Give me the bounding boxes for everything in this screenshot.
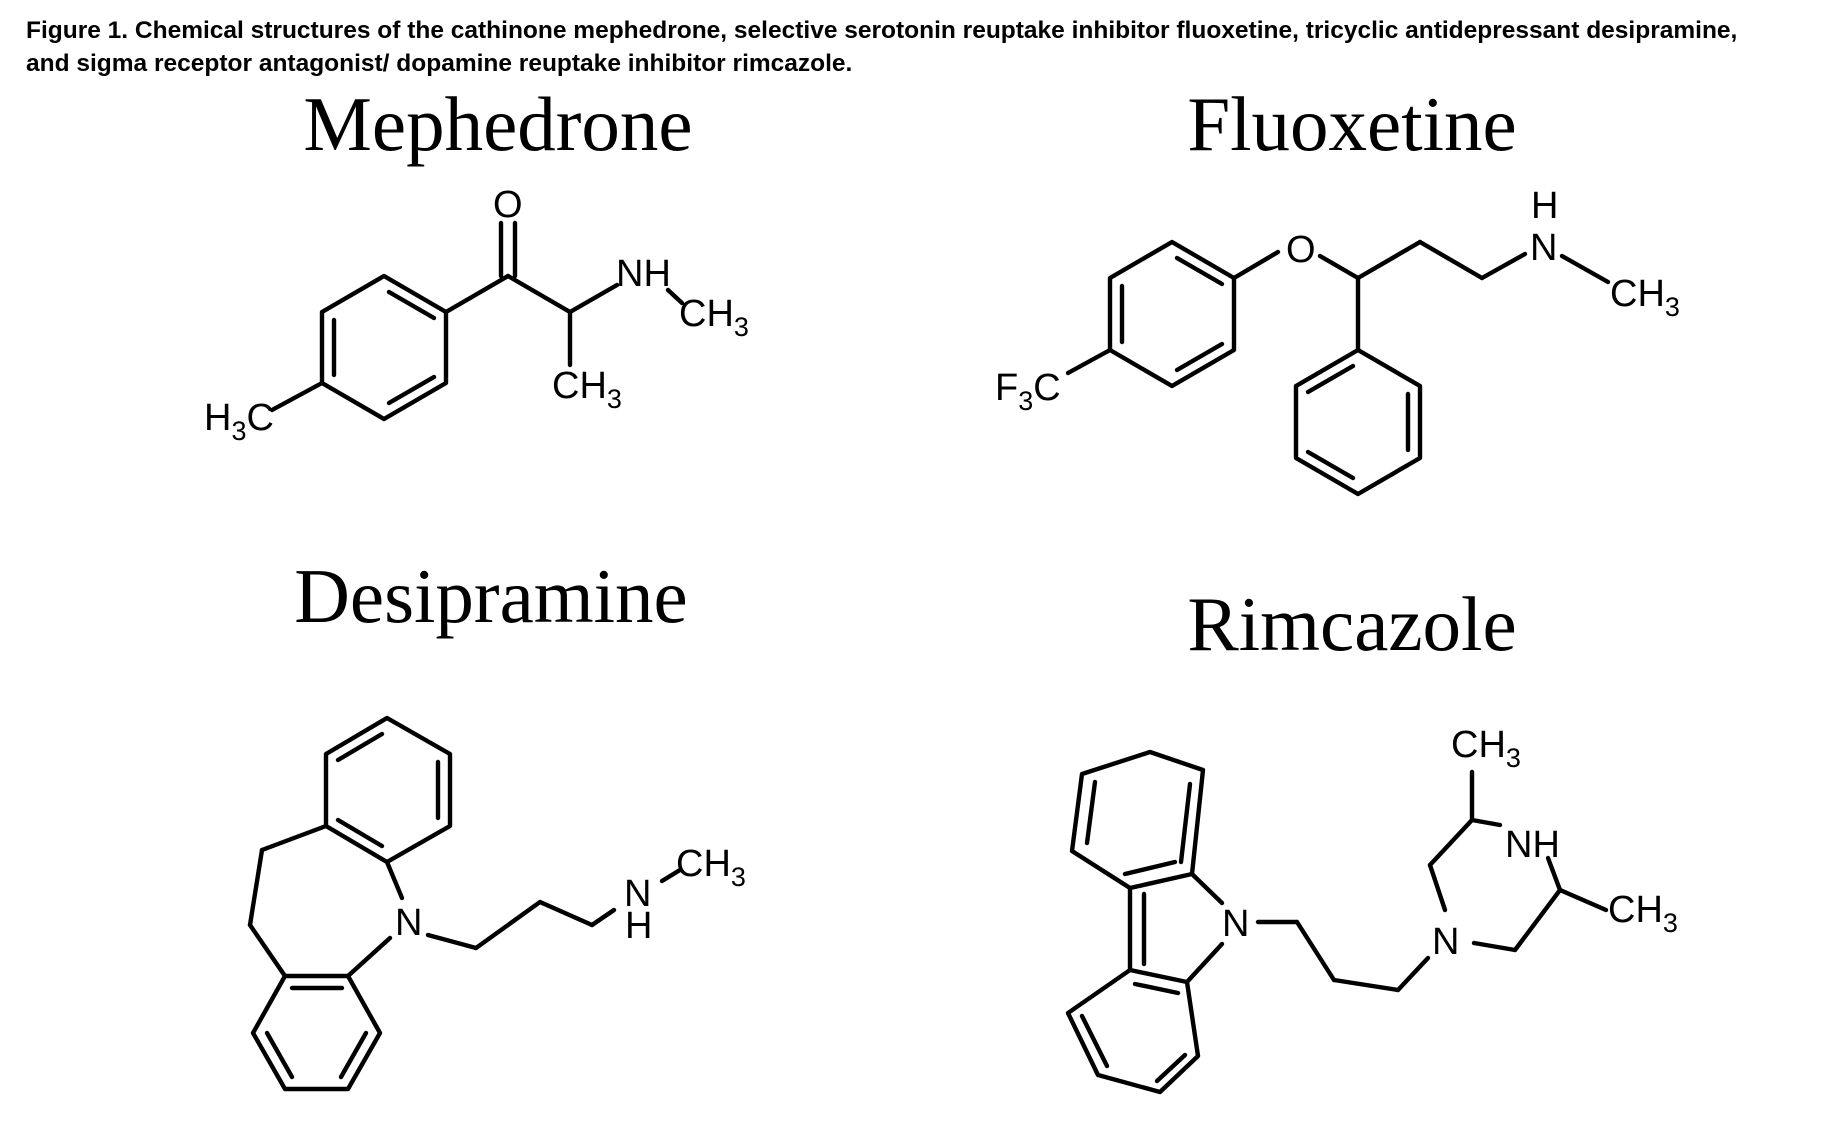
rimcazole-ring-double-bond xyxy=(1122,859,1178,877)
rimcazole-propyl-bond xyxy=(1294,919,1337,983)
desipramine-bond xyxy=(425,932,479,951)
rimcazole-carbazole-nitrogen-label: N xyxy=(1222,903,1249,945)
desipramine-ring-nitrogen-label: N xyxy=(395,902,422,944)
desipramine-amine-h-label: H xyxy=(625,905,652,947)
fluoxetine-amine-n-label: N xyxy=(1530,227,1557,269)
desipramine-bond xyxy=(537,899,595,928)
mephedrone-n-methyl-label: CH3 xyxy=(679,293,749,342)
rimcazole-structure: N N NH CH3 CH3 xyxy=(1065,724,1678,1095)
mephedrone-ring-methyl-label: H3C xyxy=(204,397,274,446)
rimcazole-ring-double-bond xyxy=(1079,1013,1110,1069)
rimcazole-piperazine-bond xyxy=(1545,855,1563,893)
desipramine-bond xyxy=(589,907,617,928)
mephedrone-bond xyxy=(567,282,620,315)
desipramine-lower-benzene-ring xyxy=(250,973,383,1092)
rimcazole-piperazine-bond xyxy=(1427,862,1448,913)
fluoxetine-structure: O H N CH3 F3C xyxy=(995,185,1680,497)
rimcazole-pyrrole-bond xyxy=(1184,941,1225,985)
rimcazole-piperazine-bond xyxy=(1427,817,1475,868)
desipramine-methyl-label: CH3 xyxy=(676,843,746,892)
desipramine-amine-n-label: N xyxy=(624,873,651,915)
fluoxetine-ether-bond xyxy=(1231,249,1281,281)
mephedrone-title: Mephedrone xyxy=(303,81,693,167)
desipramine-ring-double-bond xyxy=(335,817,385,849)
fluoxetine-ring-double-bond xyxy=(1305,449,1356,481)
desipramine-bond xyxy=(384,859,405,901)
fluoxetine-ring-double-bond xyxy=(1305,363,1356,395)
mephedrone-bond xyxy=(505,273,573,315)
rimcazole-piperazine-bond xyxy=(1471,940,1518,953)
desipramine-title: Desipramine xyxy=(294,553,688,639)
fluoxetine-bond xyxy=(1065,347,1113,376)
mephedrone-amine-label: NH xyxy=(616,253,671,295)
rimcazole-piperazine-bond xyxy=(1512,887,1563,953)
desipramine-ethylene-bridge xyxy=(259,823,329,853)
mephedrone-bond xyxy=(443,273,511,315)
rimcazole-piperazine-nitrogen-label: N xyxy=(1432,921,1459,963)
mephedrone-bond xyxy=(665,287,685,306)
rimcazole-title: Rimcazole xyxy=(1187,581,1517,667)
fluoxetine-trifluoromethylphenyl-ring xyxy=(1107,239,1237,389)
fluoxetine-amine-h-label: H xyxy=(1531,185,1558,227)
rimcazole-propyl-bond xyxy=(1395,955,1431,993)
mephedrone-bond xyxy=(269,380,325,413)
fluoxetine-bond xyxy=(1417,239,1485,281)
mephedrone-ring-double-bond xyxy=(386,289,437,321)
desipramine-ring-double-bond xyxy=(338,1030,369,1080)
rimcazole-propyl-bond xyxy=(1331,977,1401,993)
rimcazole-top-methyl-label: CH3 xyxy=(1451,724,1521,773)
rimcazole-piperazine-nh-label: NH xyxy=(1505,824,1560,866)
fluoxetine-bond xyxy=(1559,253,1611,285)
desipramine-ethylene-bridge xyxy=(247,847,265,928)
fluoxetine-bond xyxy=(1355,239,1423,281)
rimcazole-right-methyl-label: CH3 xyxy=(1608,889,1678,938)
mephedrone-benzene-ring xyxy=(319,273,449,422)
fluoxetine-ether-bond xyxy=(1317,253,1361,281)
desipramine-upper-benzene-ring xyxy=(323,715,453,865)
rimcazole-methyl-bond xyxy=(1557,887,1609,913)
desipramine-bond xyxy=(659,867,683,884)
rimcazole-piperazine-bond xyxy=(1469,817,1503,828)
desipramine-ring-double-bond xyxy=(264,1030,295,1080)
mephedrone-oxygen-label: O xyxy=(493,184,523,226)
caption-line-1: Figure 1. Chemical structures of the cat… xyxy=(26,17,1738,44)
mephedrone-ring-double-bond xyxy=(386,374,437,406)
mephedrone-structure: O NH CH3 CH3 H3C xyxy=(204,184,749,446)
fluoxetine-oxygen-label: O xyxy=(1286,229,1316,271)
fluoxetine-methyl-label: CH3 xyxy=(1610,273,1680,322)
caption-line-2: and sigma receptor antagonist/ dopamine … xyxy=(26,50,853,77)
desipramine-bond xyxy=(345,935,393,979)
fluoxetine-bond xyxy=(1479,251,1528,281)
rimcazole-ring-double-bond xyxy=(1132,981,1181,996)
fluoxetine-cf3-label: F3C xyxy=(995,367,1061,416)
desipramine-structure: N N H CH3 xyxy=(247,715,746,1092)
rimcazole-ring-double-bond xyxy=(1154,1052,1188,1084)
fluoxetine-ring-double-bond xyxy=(1174,341,1225,373)
desipramine-ethylene-bridge xyxy=(247,922,288,979)
fluoxetine-title: Fluoxetine xyxy=(1187,81,1517,167)
rimcazole-pyrrole-bond xyxy=(1189,871,1225,906)
fluoxetine-ring-double-bond xyxy=(1174,255,1225,287)
fluoxetine-phenyl-ring xyxy=(1293,347,1423,497)
desipramine-bond xyxy=(473,899,543,951)
figure-caption: Figure 1. Chemical structures of the cat… xyxy=(26,14,1826,80)
rimcazole-ring-double-bond xyxy=(1084,779,1098,846)
rimcazole-ring-double-bond xyxy=(1178,781,1193,865)
mephedrone-c-methyl-label: CH3 xyxy=(552,365,622,414)
desipramine-ring-double-bond xyxy=(335,731,385,763)
